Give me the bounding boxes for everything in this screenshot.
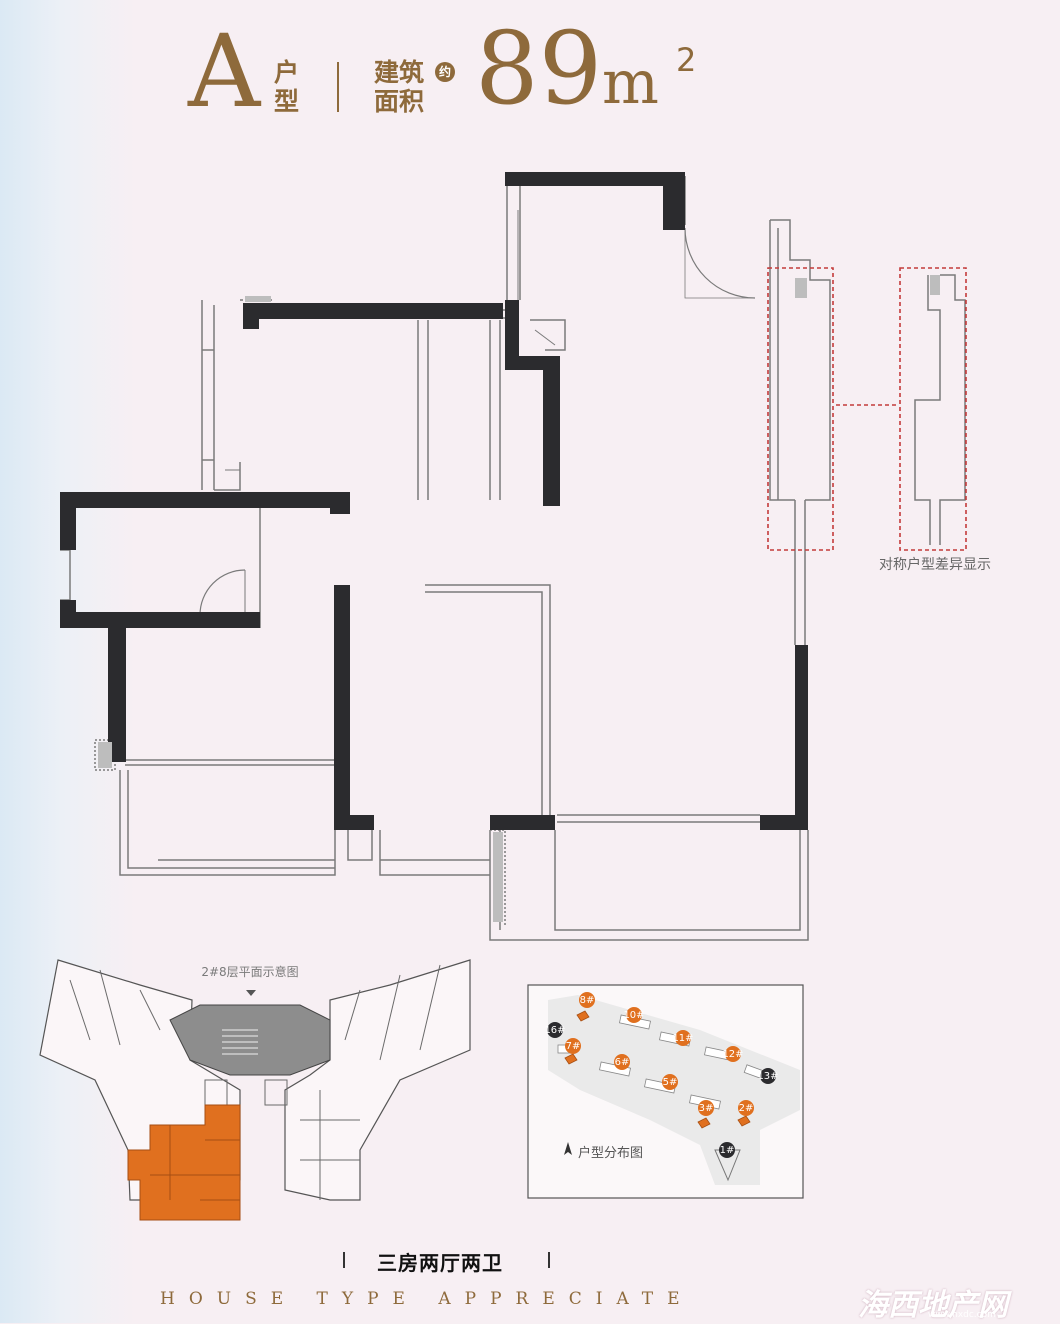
- area-unit: m: [602, 48, 659, 118]
- building-label: 5#: [663, 1077, 678, 1088]
- structural-walls: [60, 172, 808, 830]
- watermark-logo: 海西地产网: [858, 1288, 1008, 1323]
- building-label: 3#: [699, 1103, 714, 1114]
- symmetry-caption: 对称户型差异显示: [879, 557, 991, 573]
- level-plan: [39, 959, 471, 1221]
- house-type-title: 三房两厅两卫: [377, 1251, 503, 1275]
- building-label: 16#: [544, 1025, 565, 1036]
- building-label: 13#: [757, 1071, 778, 1082]
- building-label: 10#: [623, 1010, 644, 1021]
- building-label: 11#: [672, 1033, 693, 1044]
- symmetry-highlight-boxes: [767, 267, 967, 551]
- area-unit-superscript: 2: [676, 41, 697, 79]
- distribution-map: 8# 10# 11# 12# 13# 16# 7# 6# 5# 3# 2# 1#: [527, 984, 804, 1199]
- watermark-url: www.hxdc.com: [928, 1310, 996, 1320]
- distribution-label: 户型分布图: [578, 1146, 644, 1161]
- hatch-markers: [98, 275, 940, 922]
- building-label: 1#: [720, 1145, 735, 1156]
- main-floor-plan: [60, 176, 831, 941]
- building-label: 12#: [722, 1049, 743, 1060]
- house-type-bar-left: [343, 1252, 345, 1268]
- approx-badge: 约: [435, 62, 455, 82]
- building-label: 7#: [566, 1041, 581, 1052]
- footer-english-title: HOUSE TYPE APPRECIATE: [160, 1289, 694, 1309]
- building-label: 6#: [615, 1057, 630, 1068]
- house-type-bar-right: [548, 1252, 550, 1268]
- header-divider: [337, 62, 339, 112]
- building-label: 8#: [580, 995, 595, 1006]
- level-plan-label: 2#8层平面示意图: [201, 965, 299, 979]
- symmetry-variant: [914, 274, 966, 545]
- unit-type-label: 户 型: [274, 58, 300, 116]
- building-label: 2#: [739, 1103, 754, 1114]
- area-label: 建筑 面积: [374, 58, 425, 116]
- unit-type-letter: A: [188, 13, 261, 130]
- area-value: 89: [475, 10, 603, 127]
- header: A 户 型 建筑 面积 约 89 m 2: [0, 0, 1060, 140]
- north-arrow-icon: [564, 1142, 572, 1155]
